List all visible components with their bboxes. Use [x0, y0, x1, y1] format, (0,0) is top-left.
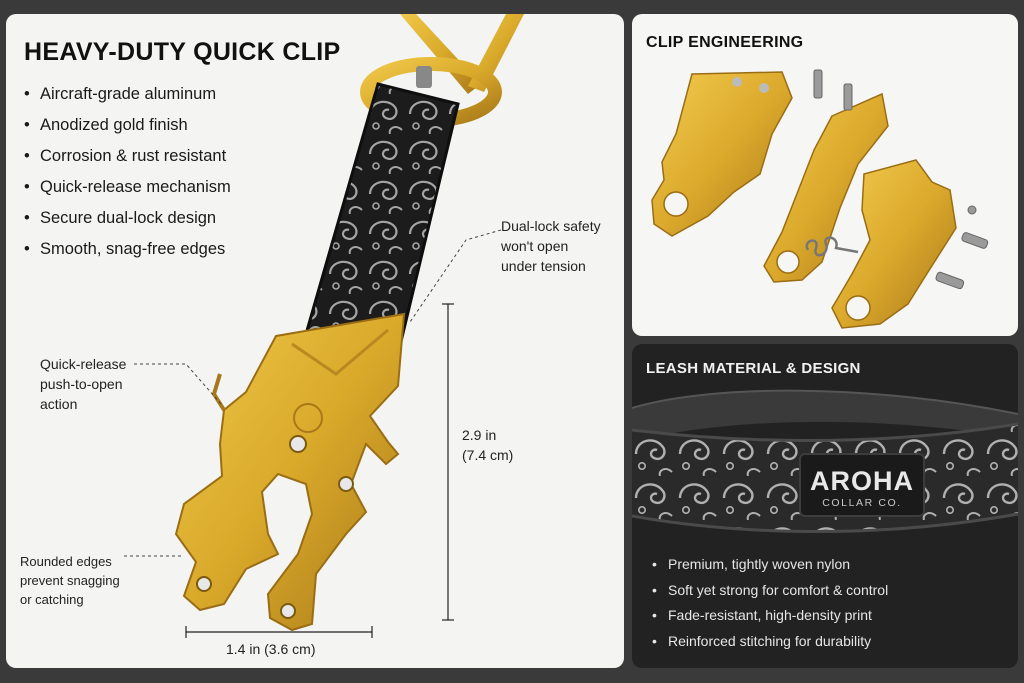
- clip-body: [174, 312, 406, 632]
- callout-rounded-edges: Rounded edges prevent snagging or catchi…: [20, 552, 120, 609]
- list-item: Premium, tightly woven nylon: [652, 554, 888, 580]
- engineering-title: CLIP ENGINEERING: [646, 34, 804, 51]
- list-item: Soft yet strong for comfort & control: [652, 580, 888, 606]
- leash-panel: LEASH MATERIAL & DESIGN AROHA COLLAR CO.…: [632, 344, 1018, 668]
- callout-line: Quick-release: [40, 356, 127, 372]
- list-item: Reinforced stitching for durability: [652, 631, 888, 657]
- list-item: Fade-resistant, high-density print: [652, 605, 888, 631]
- leash-illustration: AROHA COLLAR CO.: [632, 389, 1018, 533]
- list-item: Quick-release mechanism: [24, 174, 231, 205]
- callout-line: Dual-lock safety: [501, 218, 601, 234]
- dimension-width: 1.4 in (3.6 cm): [226, 641, 316, 657]
- clip-lever-part: [763, 92, 889, 283]
- list-item: Secure dual-lock design: [24, 205, 231, 236]
- callout-line: won't open: [501, 238, 569, 254]
- leader-lines: [124, 229, 502, 557]
- callout-dual-lock: Dual-lock safety won't open under tensio…: [501, 216, 601, 276]
- list-item: Smooth, snag-free edges: [24, 236, 231, 267]
- dimension-label: (7.4 cm): [462, 447, 514, 463]
- list-item: Aircraft-grade aluminum: [24, 81, 231, 112]
- dimension-height: 2.9 in (7.4 cm): [462, 425, 513, 465]
- leash-title: LEASH MATERIAL & DESIGN: [646, 360, 861, 377]
- list-item: Anodized gold finish: [24, 112, 231, 143]
- pin-set: [813, 69, 989, 290]
- strap: [304, 82, 460, 356]
- leash-feature-list: Premium, tightly woven nylon Soft yet st…: [652, 554, 888, 656]
- dimension-label: 2.9 in: [462, 427, 497, 443]
- callout-line: or catching: [20, 592, 84, 607]
- main-panel: HEAVY-DUTY QUICK CLIP Aircraft-grade alu…: [6, 14, 624, 668]
- dimension-lines: [185, 303, 454, 638]
- clip-jaw-part: [831, 159, 957, 329]
- callout-line: push-to-open: [40, 376, 123, 392]
- brand-name: AROHA: [810, 466, 914, 496]
- spring: [805, 236, 859, 257]
- brand-patch: AROHA COLLAR CO.: [799, 453, 925, 517]
- callout-line: under tension: [501, 258, 586, 274]
- clip-housing-part: [651, 71, 793, 237]
- exploded-parts-illustration: [651, 69, 989, 329]
- callout-line: Rounded edges: [20, 554, 112, 569]
- brand-subtitle: COLLAR CO.: [822, 497, 902, 509]
- engineering-panel: CLIP ENGINEERING: [632, 14, 1018, 336]
- main-title: HEAVY-DUTY QUICK CLIP: [24, 38, 341, 66]
- callout-line: prevent snagging: [20, 573, 120, 588]
- callout-quick-release: Quick-release push-to-open action: [40, 354, 126, 414]
- list-item: Corrosion & rust resistant: [24, 143, 231, 174]
- quick-clip-illustration: [124, 14, 524, 638]
- clip-feature-list: Aircraft-grade aluminum Anodized gold fi…: [24, 81, 231, 267]
- callout-line: action: [40, 396, 78, 412]
